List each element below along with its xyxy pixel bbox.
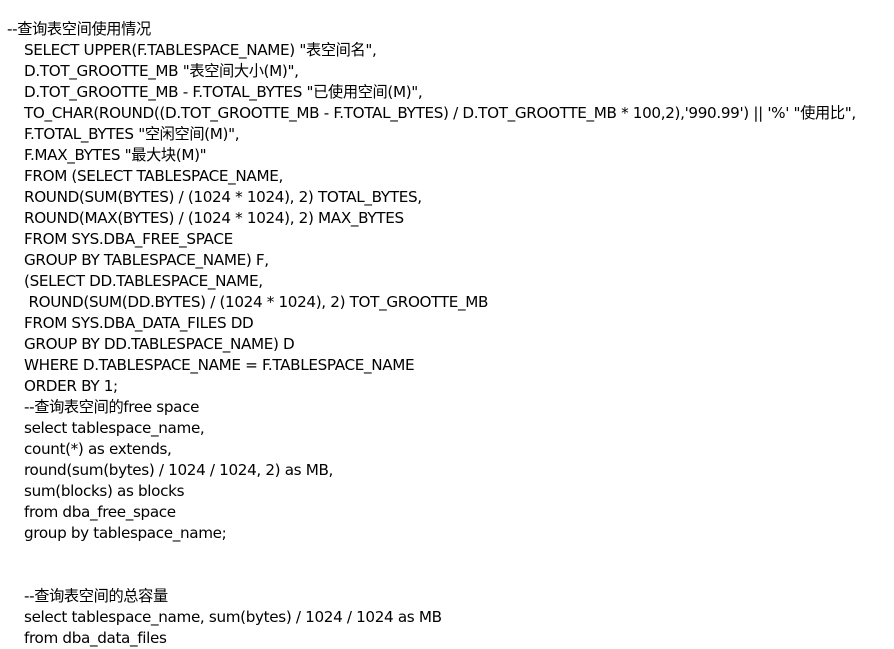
code-line: from dba_free_space (24, 503, 176, 521)
code-line: round(sum(bytes) / 1024 / 1024, 2) as MB… (24, 461, 334, 479)
code-line: FROM (SELECT TABLESPACE_NAME, (24, 167, 283, 185)
code-line: select tablespace_name, (24, 419, 205, 437)
sql-document: --查询表空间使用情况 SELECT UPPER(F.TABLESPACE_NA… (0, 19, 894, 649)
code-line: FROM SYS.DBA_DATA_FILES DD (24, 314, 254, 332)
code-line: group by tablespace_name; (24, 524, 227, 542)
code-line: (SELECT DD.TABLESPACE_NAME, (24, 272, 263, 290)
code-line: FROM SYS.DBA_FREE_SPACE (24, 230, 233, 248)
blank-line (0, 565, 894, 586)
code-line: count(*) as extends, (24, 440, 172, 458)
code-line: F.MAX_BYTES "最大块(M)" (24, 146, 207, 164)
code-line: TO_CHAR(ROUND((D.TOT_GROOTTE_MB - F.TOTA… (24, 104, 856, 122)
code-line: GROUP BY TABLESPACE_NAME) F, (24, 251, 269, 269)
code-line: D.TOT_GROOTTE_MB "表空间大小(M)", (24, 62, 299, 80)
code-line: ROUND(SUM(DD.BYTES) / (1024 * 1024), 2) … (24, 293, 489, 311)
code-line: ORDER BY 1; (24, 377, 118, 395)
comment-free-space: --查询表空间的free space (24, 398, 200, 416)
code-line: ROUND(MAX(BYTES) / (1024 * 1024), 2) MAX… (24, 209, 404, 227)
comment-total-capacity: --查询表空间的总容量 (24, 587, 168, 605)
code-line: F.TOTAL_BYTES "空闲空间(M)", (24, 125, 240, 143)
code-line: from dba_data_files (24, 629, 167, 647)
code-line: select tablespace_name, sum(bytes) / 102… (24, 608, 442, 626)
code-line: WHERE D.TABLESPACE_NAME = F.TABLESPACE_N… (24, 356, 415, 374)
blank-line (0, 544, 894, 565)
code-line: GROUP BY DD.TABLESPACE_NAME) D (24, 335, 295, 353)
code-line: ROUND(SUM(BYTES) / (1024 * 1024), 2) TOT… (24, 188, 422, 206)
code-line: D.TOT_GROOTTE_MB - F.TOTAL_BYTES "已使用空间(… (24, 83, 423, 101)
code-line: SELECT UPPER(F.TABLESPACE_NAME) "表空间名", (24, 41, 377, 59)
comment-tablespace-usage: --查询表空间使用情况 (7, 20, 151, 38)
code-line: sum(blocks) as blocks (24, 482, 185, 500)
